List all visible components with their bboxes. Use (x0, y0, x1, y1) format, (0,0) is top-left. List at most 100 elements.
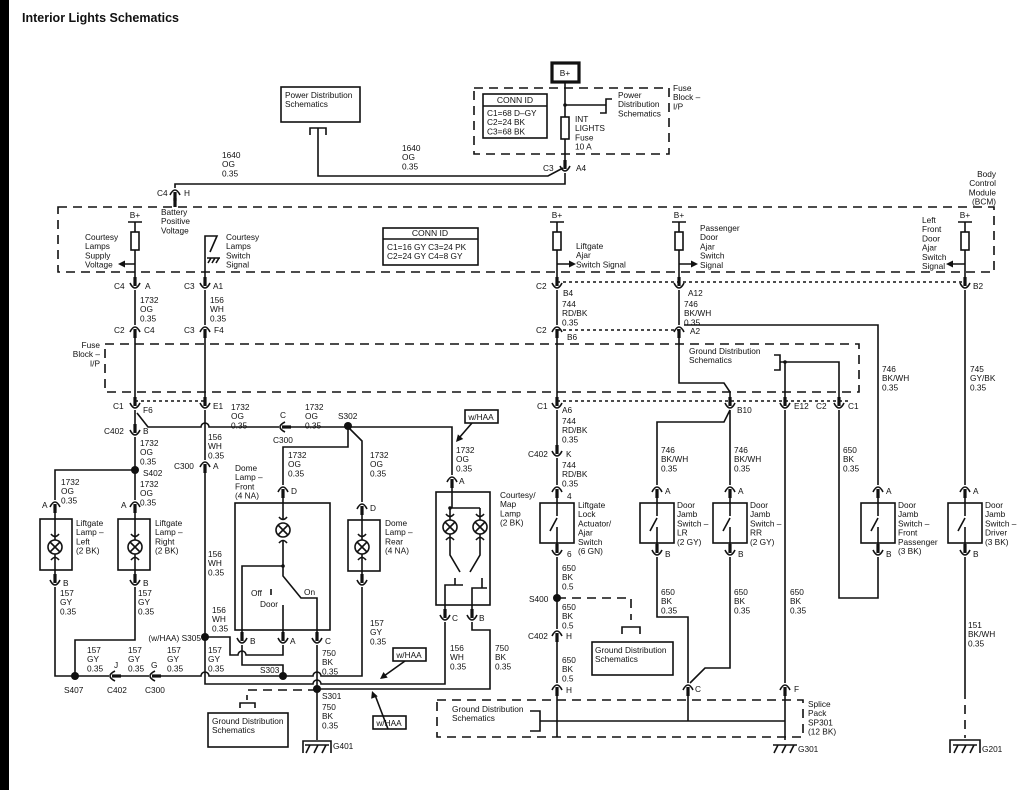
whaa-tag-box (372, 715, 407, 730)
wire-157-right (74, 587, 136, 676)
r1-c2-label: C2 (536, 281, 547, 291)
resistor-icon (130, 231, 140, 251)
lg-6-label: 6 (567, 549, 572, 559)
df-a-label: A (290, 636, 296, 646)
c300a-a-label: A (213, 461, 219, 471)
connector-icon (779, 684, 791, 691)
whaa-arrow-line (374, 422, 473, 730)
s303-label: S303 (260, 665, 280, 675)
fuse-block-ip-box (104, 343, 860, 393)
resistor-icon (552, 231, 562, 251)
connector-icon (49, 579, 61, 586)
connector-icon (129, 501, 141, 508)
lr-lamp-b-label: B (143, 578, 149, 588)
resistor-icon (960, 231, 970, 251)
splice-dot-icon (279, 672, 287, 680)
wire-c4h-to-a4 (174, 173, 566, 188)
lamp-bulb-icon (474, 521, 486, 533)
connector-icon (551, 630, 563, 637)
junction-dot-icon (783, 360, 787, 364)
connector-icon (673, 326, 685, 333)
lamp-socket-icon (445, 513, 455, 541)
r2-c2-label: C2 (114, 325, 125, 335)
c300a-lbl-label: C300 (174, 461, 194, 471)
cm-b-label: B (479, 613, 485, 623)
c402h-lbl-label: C402 (528, 631, 548, 641)
wire-rr (689, 557, 731, 684)
r3-c2-label: C2 (816, 401, 827, 411)
c402k-k-label: K (566, 449, 572, 459)
arrow-icon (946, 260, 953, 268)
r1-a1-label: A1 (213, 281, 224, 291)
connector-icon (311, 637, 323, 644)
connector-icon (279, 421, 286, 433)
connector-icon (236, 637, 248, 644)
c300g-g-label: G (151, 660, 157, 670)
c402-lbl-label: C402 (104, 426, 124, 436)
gds-s301-bracket (239, 702, 256, 708)
dr-d-label: D (370, 503, 376, 513)
c402h-h-label: H (566, 631, 572, 641)
wire-pd-to-a4 (317, 128, 564, 177)
lamp-socket-icon (357, 533, 367, 561)
switch-icon (549, 498, 558, 548)
arrow-icon (118, 260, 125, 268)
wire-750-courtesy (317, 622, 491, 690)
pds-bracket (600, 98, 612, 114)
c3a4-p-label: A4 (576, 163, 587, 173)
c4h-c-label: C4 (157, 188, 168, 198)
connector-icon (551, 326, 563, 333)
connector-icon (129, 326, 141, 333)
fp-a-label: A (886, 486, 892, 496)
r3-e1-label: E1 (213, 401, 224, 411)
junction-dot-icon (563, 103, 567, 107)
wire-s402-left (54, 469, 135, 500)
df-d-label: D (291, 486, 297, 496)
splice-pack-bus (540, 693, 785, 722)
conn-bcm-hdr-label: CONN ID (412, 228, 448, 238)
rr-a-label: A (738, 486, 744, 496)
int-lights-fuse-symbol (560, 116, 570, 140)
conn-id-bcm-box (382, 227, 479, 266)
r1-b4-label: B4 (563, 288, 574, 298)
connector-icon (779, 402, 791, 409)
r3-c1c-label: C1 (848, 401, 859, 411)
gds-inner-bracket (774, 354, 781, 371)
ground-icon (305, 744, 329, 754)
connector-icon (149, 670, 156, 682)
ll-b-label: B (63, 578, 69, 588)
df-c-label: C (325, 636, 331, 646)
fp-b-label: B (886, 549, 892, 559)
wire-lr (656, 557, 689, 683)
connector-icon (551, 450, 563, 457)
drv-b-label: B (973, 549, 979, 559)
r3-b10-label: B10 (737, 405, 752, 415)
wire-col-965 (958, 221, 972, 280)
ground-distribution-box-s400 (591, 641, 674, 676)
g201-label: G201 (982, 744, 1003, 754)
cm-c-label: C (452, 613, 458, 623)
connector-icon (872, 549, 884, 556)
